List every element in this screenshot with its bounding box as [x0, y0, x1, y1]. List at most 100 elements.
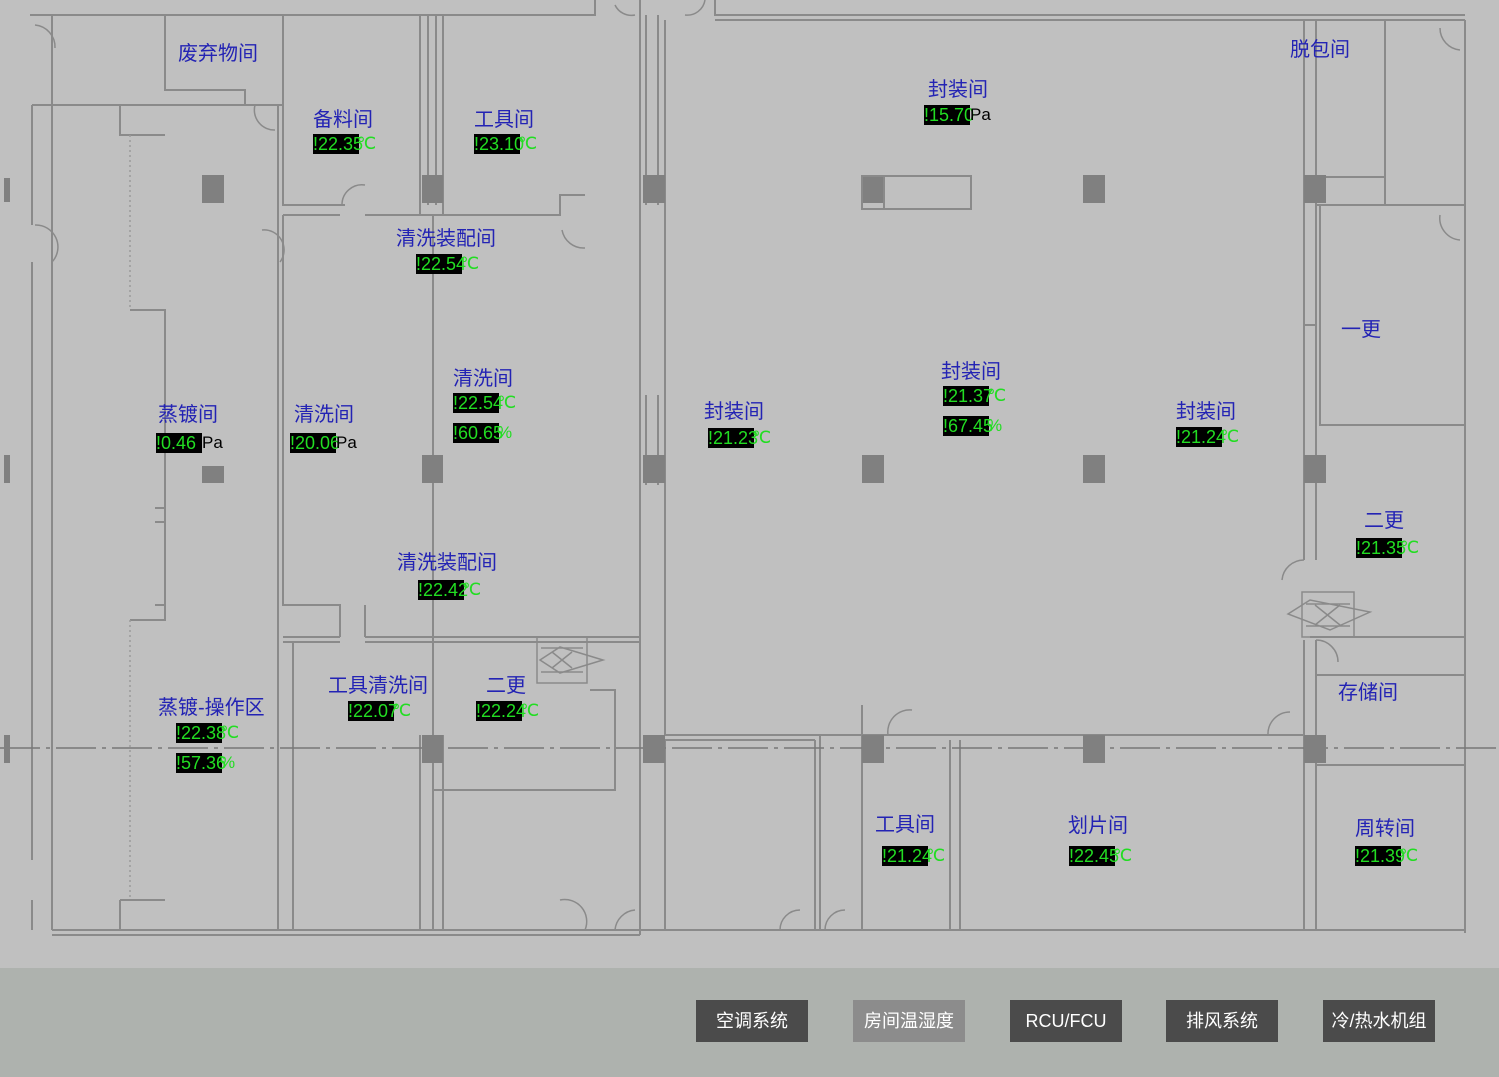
room-label-changing-1: 一更	[1341, 319, 1381, 341]
reading-unit: ℃	[462, 580, 482, 599]
reading-unit: %	[220, 753, 236, 772]
reading-unit: ℃	[926, 846, 946, 865]
pillars	[4, 175, 1326, 763]
room-label-waste: 废弃物间	[178, 43, 258, 65]
air-shower-symbol-left	[536, 636, 606, 684]
reading-unit: ℃	[520, 701, 540, 720]
room-label-unpacking: 脱包间	[1290, 39, 1350, 61]
reading-unit: %	[497, 423, 513, 442]
nav-button-rcu-fcu[interactable]: RCU/FCU	[1010, 1000, 1122, 1042]
reading-value: !22.07	[348, 701, 399, 721]
nav-button-air-conditioning[interactable]: 空调系统	[696, 1000, 808, 1042]
reading-unit: Pa	[336, 433, 357, 452]
room-label-packaging-right: 封装间	[1176, 401, 1236, 423]
reading-box	[1355, 846, 1401, 866]
reading-value: !0.46	[156, 433, 197, 453]
reading-value: !57.36	[176, 753, 227, 773]
room-label-evaporation-operation: 蒸镀-操作区	[158, 697, 265, 719]
navigation-bar: 空调系统 房间温湿度 RCU/FCU 排风系统 冷/热水机组	[0, 968, 1499, 1077]
room-label-cleaning-assembly-lower: 清洗装配间	[397, 552, 497, 574]
room-label-packaging-top: 封装间	[928, 79, 988, 101]
room-label-cleaning-left: 清洗间	[294, 404, 354, 426]
walls	[30, 0, 1466, 936]
door-swings	[34, 0, 1461, 931]
reading-unit: Pa	[202, 433, 223, 452]
temperature-reading: !22.42 ℃	[418, 580, 490, 600]
reading-box	[416, 254, 462, 274]
reading-unit: ℃	[460, 254, 480, 273]
temperature-reading: !21.24 ℃	[882, 846, 954, 866]
humidity-reading: !67.45 %	[943, 416, 1015, 436]
reading-value: !15.70	[924, 105, 975, 125]
temperature-reading: !21.23 ℃	[708, 428, 780, 448]
reading-box	[1356, 538, 1402, 558]
reading-box	[453, 423, 499, 443]
reading-unit: %	[987, 416, 1003, 435]
reading-box	[290, 433, 336, 453]
nav-button-room-temp-humidity[interactable]: 房间温湿度	[853, 1000, 965, 1042]
reading-box	[418, 580, 464, 600]
reading-box	[882, 846, 928, 866]
temperature-reading: !22.38 ℃	[176, 723, 248, 743]
reading-box	[1069, 846, 1115, 866]
temperature-reading: !22.07 ℃	[348, 701, 420, 721]
room-label-tool-cleaning: 工具清洗间	[328, 675, 428, 697]
reading-value: !20.06	[290, 433, 341, 453]
reading-value: !22.54	[416, 254, 467, 274]
reading-box	[474, 134, 520, 154]
temperature-reading: !21.39 ℃	[1355, 846, 1427, 866]
reading-unit: ℃	[1399, 846, 1419, 865]
temperature-reading: !22.35 ℃	[313, 134, 385, 154]
nav-button-exhaust[interactable]: 排风系统	[1166, 1000, 1278, 1042]
air-shower-symbol-right	[1286, 591, 1373, 638]
floor-plan	[0, 0, 1499, 936]
room-label-cleaning-right: 清洗间	[453, 368, 513, 390]
reading-unit: ℃	[357, 134, 377, 153]
nav-button-chiller-heater[interactable]: 冷/热水机组	[1323, 1000, 1435, 1042]
reading-unit: ℃	[1220, 427, 1240, 446]
reading-value: !21.23	[708, 428, 759, 448]
temperature-reading: !23.10 ℃	[474, 134, 546, 154]
reading-value: !21.24	[1176, 427, 1227, 447]
temperature-reading: !22.45 ℃	[1069, 846, 1141, 866]
reading-value: !21.35	[1356, 538, 1407, 558]
humidity-reading: !57.36 %	[176, 753, 248, 773]
room-label-changing-2-right: 二更	[1364, 510, 1404, 532]
room-label-packaging-center: 封装间	[941, 361, 1001, 383]
reading-value: !22.54	[453, 393, 504, 413]
reading-value: !23.10	[474, 134, 525, 154]
room-label-material-prep: 备料间	[313, 109, 373, 131]
reading-value: !21.24	[882, 846, 933, 866]
temperature-reading: !22.24 ℃	[476, 701, 548, 721]
equipment-frame	[861, 175, 972, 210]
reading-value: !22.42	[418, 580, 469, 600]
room-label-tool-top: 工具间	[474, 109, 534, 131]
room-label-storage: 存储间	[1338, 682, 1398, 704]
reading-unit: Pa	[970, 105, 991, 124]
reading-unit: ℃	[752, 428, 772, 447]
room-label-transfer: 周转间	[1355, 818, 1415, 840]
reading-box	[924, 105, 970, 125]
room-label-changing-2-left: 二更	[486, 675, 526, 697]
reading-box	[348, 701, 394, 721]
reading-box	[156, 433, 202, 453]
floor-plan-area: 废弃物间 备料间 !22.35 ℃ 工具间 !23.10 ℃ 清洗装配间 !22…	[0, 0, 1499, 936]
reading-value: !21.37	[943, 386, 994, 406]
temperature-reading: !22.54 ℃	[416, 254, 488, 274]
reading-box	[943, 416, 989, 436]
reading-box	[313, 134, 359, 154]
reading-value: !60.65	[453, 423, 504, 443]
reading-box	[176, 723, 222, 743]
pressure-reading: !20.06 Pa	[290, 433, 362, 453]
reading-value: !22.45	[1069, 846, 1120, 866]
reading-box	[453, 393, 499, 413]
reading-value: !22.24	[476, 701, 527, 721]
reading-unit: ℃	[497, 393, 517, 412]
pressure-reading: !0.46 Pa	[156, 433, 228, 453]
reading-unit: ℃	[987, 386, 1007, 405]
reading-unit: ℃	[220, 723, 240, 742]
reading-value: !21.39	[1355, 846, 1406, 866]
reading-box	[476, 701, 522, 721]
room-label-evaporation: 蒸镀间	[158, 404, 218, 426]
temperature-reading: !22.54 ℃	[453, 393, 525, 413]
